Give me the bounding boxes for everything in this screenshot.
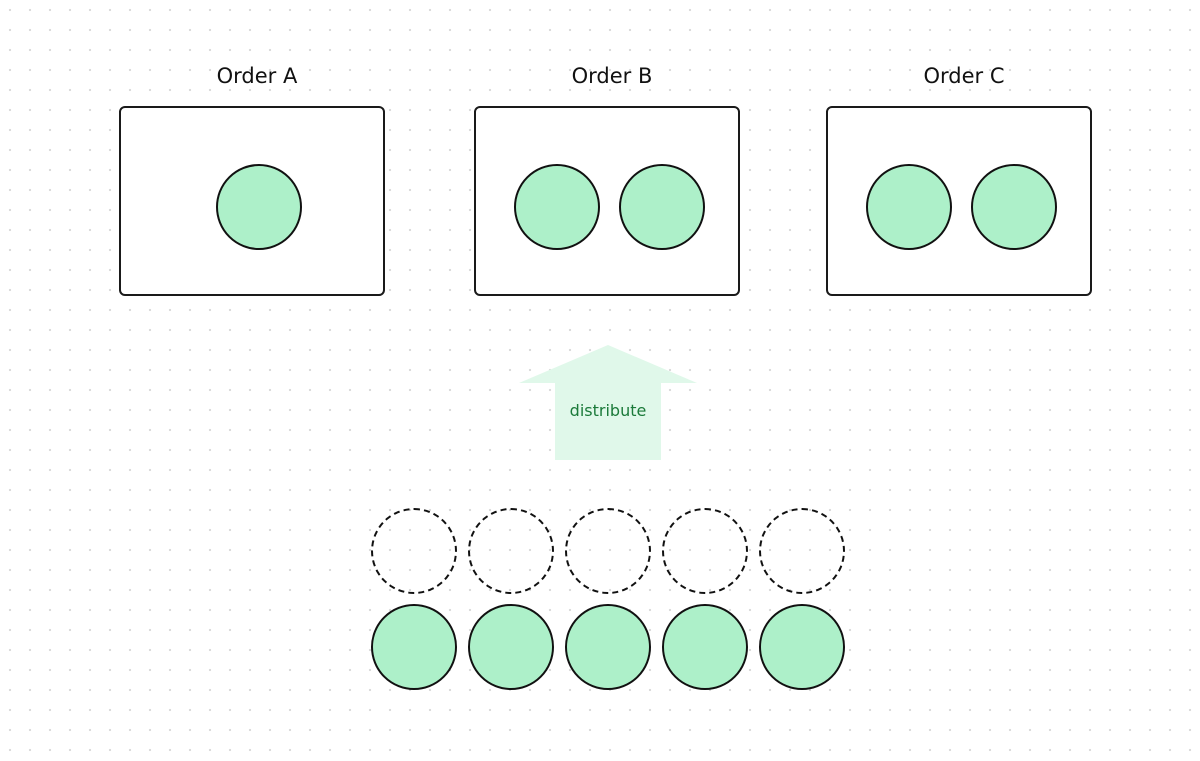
empty-slot: [371, 508, 457, 594]
empty-slot: [662, 508, 748, 594]
order-b-item: [514, 164, 600, 250]
order-c-item: [866, 164, 952, 250]
empty-slot: [468, 508, 554, 594]
order-a-box[interactable]: [119, 106, 385, 296]
order-b-item: [619, 164, 705, 250]
order-b-box[interactable]: [474, 106, 740, 296]
order-a-item: [216, 164, 302, 250]
distribute-arrow: [519, 345, 697, 460]
order-c-item: [971, 164, 1057, 250]
order-a-label: Order A: [216, 64, 298, 88]
pool-item[interactable]: [468, 604, 554, 690]
empty-slot: [565, 508, 651, 594]
pool-item[interactable]: [759, 604, 845, 690]
pool-item[interactable]: [371, 604, 457, 690]
pool-item[interactable]: [662, 604, 748, 690]
order-c-label: Order C: [923, 64, 1005, 88]
order-b-label: Order B: [571, 64, 653, 88]
distribute-label: distribute: [569, 401, 647, 420]
order-c-box[interactable]: [826, 106, 1092, 296]
empty-slot: [759, 508, 845, 594]
pool-item[interactable]: [565, 604, 651, 690]
